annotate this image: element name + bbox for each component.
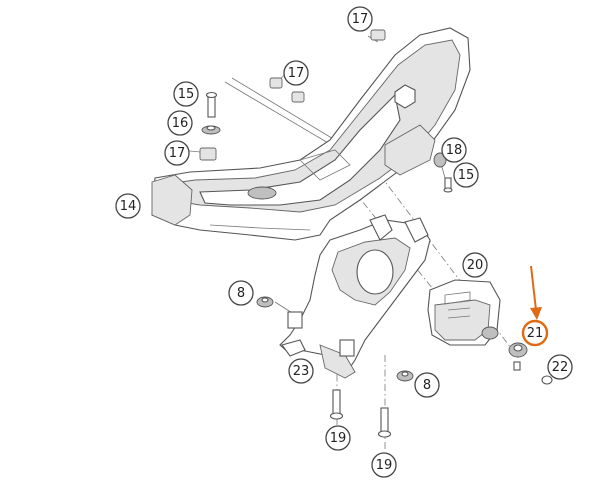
callout-20-circle	[462, 252, 488, 278]
callout-17-top-text: 17	[352, 12, 369, 27]
callout-18: 18	[441, 137, 467, 163]
clip-nuts-17	[199, 29, 386, 161]
callout-19-left: 19	[325, 425, 351, 451]
callout-22: 22	[547, 354, 573, 380]
callout-21-circle	[521, 319, 549, 347]
callout-8-left-circle	[228, 280, 254, 306]
nut-21-screw-22	[481, 326, 553, 385]
callout-22-text: 22	[552, 360, 569, 375]
callout-8-bottom-text: 8	[423, 378, 431, 393]
callout-18-text: 18	[446, 143, 463, 158]
callout-labels: 17 17 15 16 17 18 15 14 20 8 21 22 23 8 19 19	[115, 6, 573, 478]
callout-17-left-circle	[164, 140, 190, 166]
screw-15-left	[205, 91, 218, 118]
callout-23-text: 23	[293, 364, 310, 379]
washers-8	[256, 296, 414, 382]
callout-20-text: 20	[467, 258, 484, 273]
callout-17-top-circle	[347, 6, 373, 32]
callout-17-top: 17	[347, 6, 373, 32]
callout-15-right: 15	[453, 162, 479, 188]
callout-19-bottom-circle	[371, 452, 397, 478]
callout-23: 23	[288, 358, 314, 384]
callout-21: 21	[521, 319, 549, 347]
callout-17-mid-text: 17	[288, 66, 305, 81]
callout-19-bottom: 19	[371, 452, 397, 478]
callout-21-text: 21	[527, 326, 544, 341]
bracket-part-23	[279, 214, 431, 379]
callout-16: 16	[167, 110, 193, 136]
bolts-19	[329, 389, 392, 438]
callout-20: 20	[462, 252, 488, 278]
callout-16-circle	[167, 110, 193, 136]
callout-14-text: 14	[120, 199, 137, 214]
subframe-part-14	[151, 27, 471, 241]
callout-17-left-text: 17	[169, 146, 186, 161]
washer-16	[201, 125, 221, 135]
callout-8-left: 8	[228, 280, 254, 306]
callout-16-text: 16	[172, 116, 189, 131]
callout-8-bottom-circle	[414, 372, 440, 398]
callout-14-circle	[115, 193, 141, 219]
bushing-18-screw-15	[433, 152, 453, 193]
callout-8-bottom: 8	[414, 372, 440, 398]
callout-23-circle	[288, 358, 314, 384]
callout-15-left-circle	[173, 81, 199, 107]
callout-19-left-circle	[325, 425, 351, 451]
callout-17-mid: 17	[283, 60, 309, 86]
callout-15-right-text: 15	[458, 168, 475, 183]
callout-14: 14	[115, 193, 141, 219]
callout-15-right-circle	[453, 162, 479, 188]
callout-18-circle	[441, 137, 467, 163]
callout-15-left-text: 15	[178, 87, 195, 102]
callout-19-bottom-text: 19	[376, 458, 393, 473]
callout-22-circle	[547, 354, 573, 380]
highlight-arrow	[530, 265, 542, 320]
callout-15-left: 15	[173, 81, 199, 107]
callout-19-left-text: 19	[330, 431, 347, 446]
callout-17-mid-circle	[283, 60, 309, 86]
callout-8-left-text: 8	[237, 286, 245, 301]
callout-17-left: 17	[164, 140, 190, 166]
